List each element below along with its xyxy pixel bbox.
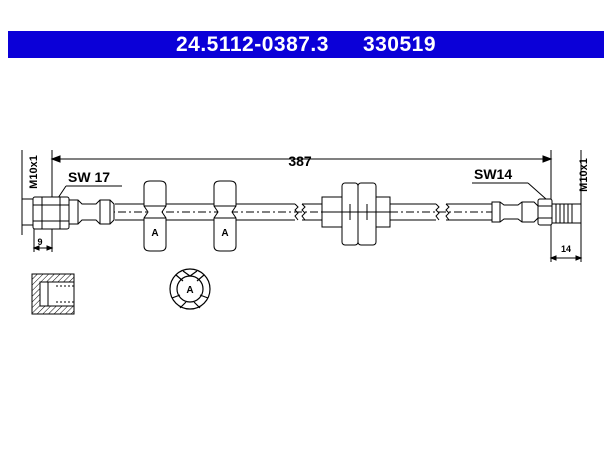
right-thread-dimension [572,150,582,262]
title-bar: 24.5112-0387.3 330519 [8,31,604,58]
right-wrench-label: SW14 [474,166,512,182]
clip-1 [143,180,167,252]
right-thread-label: M10x1 [578,158,590,192]
clip-end-view [169,268,211,310]
left-wrench-leader [57,185,122,199]
overall-length-label: 387 [288,153,312,169]
right-wrench-leader [472,182,547,200]
middle-bracket [321,182,391,246]
clip-2 [213,180,237,252]
left-depth-label: 9 [37,237,42,247]
clip-end-view-label: A [186,285,193,296]
port-section-detail [31,273,75,315]
part-number: 24.5112-0387.3 [175,32,329,56]
left-thread-label: M10x1 [28,155,40,189]
left-thread-dimension [21,150,34,235]
left-depth-dimension [32,228,54,252]
right-depth-dimension [549,225,583,262]
right-fitting [491,198,573,226]
reference-number: 330519 [362,32,437,56]
clip-1-label: A [151,228,158,239]
hose [70,203,560,221]
overall-length-dimension [50,150,553,205]
clip-2-label: A [221,228,228,239]
right-depth-label: 14 [561,244,571,254]
left-wrench-label: SW 17 [68,169,110,185]
left-fitting [32,196,115,230]
